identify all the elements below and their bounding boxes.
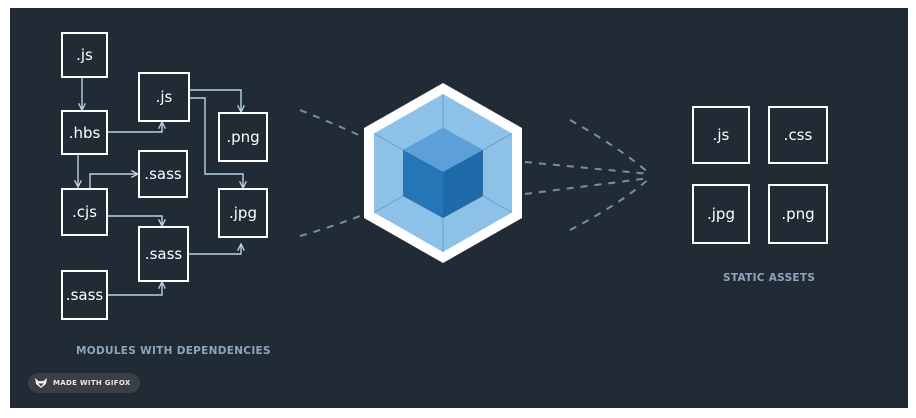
connector-cjs-to-sass-lower [108, 215, 162, 226]
asset-box: .js [692, 106, 750, 164]
badge-label: MADE WITH GIFOX [53, 379, 131, 387]
outgoing-stream-middle-bottom [524, 177, 651, 195]
module-box: .jpg [218, 188, 268, 238]
assets-caption: STATIC ASSETS [723, 272, 816, 284]
asset-box: .png [768, 184, 828, 244]
webpack-cube-icon [364, 83, 522, 263]
incoming-stream-bottom [299, 213, 366, 237]
connector-sass-to-sass [108, 282, 162, 296]
module-box: .js [61, 32, 108, 78]
outgoing-stream-bottom [569, 177, 651, 231]
outgoing-stream-middle-top [524, 161, 651, 175]
module-box: .png [218, 112, 268, 162]
diagram-frame: .js .hbs .js .png .sass .cjs .jpg .sass … [10, 8, 908, 408]
connector-sass-to-jpg [189, 244, 241, 255]
connector-js-to-png [190, 89, 241, 112]
module-box: .js [138, 72, 190, 122]
asset-box: .css [768, 106, 828, 164]
module-box: .sass [138, 150, 188, 198]
connector-js-to-jpg [190, 97, 243, 188]
connector-hbs-to-js [108, 122, 162, 133]
incoming-stream-top [299, 109, 366, 139]
outgoing-stream-top [569, 119, 651, 175]
module-box: .cjs [61, 188, 108, 236]
module-box: .sass [138, 226, 189, 282]
module-box: .sass [61, 270, 108, 320]
fox-icon [35, 378, 47, 388]
diagram-graphics [10, 78, 651, 296]
modules-caption: MODULES WITH DEPENDENCIES [76, 345, 271, 357]
connector-cjs-to-sass [89, 174, 138, 188]
module-box: .hbs [61, 110, 108, 155]
gifox-badge: MADE WITH GIFOX [28, 373, 140, 393]
asset-box: .jpg [692, 184, 750, 244]
